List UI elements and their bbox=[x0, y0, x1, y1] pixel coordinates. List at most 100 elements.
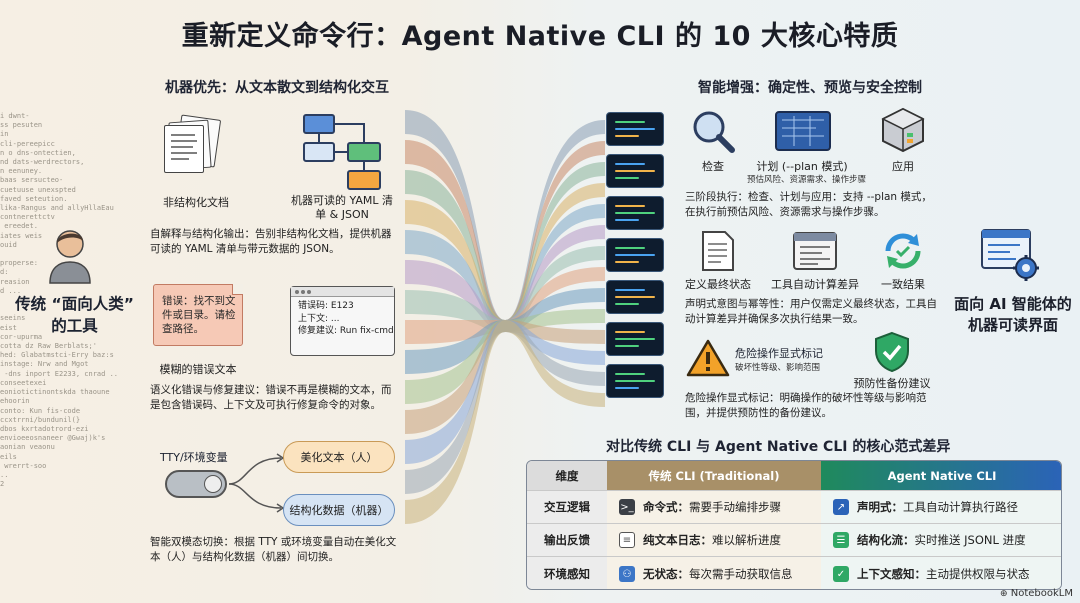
table-row: 交互逻辑 >_ 命令式：需要手动编排步骤 ↗ 声明式：工具自动计算执行路径 bbox=[527, 490, 1061, 523]
row-agent: ↗ 声明式：工具自动计算执行路径 bbox=[821, 491, 1061, 523]
idempotent-text: 声明式意图与幂等性：用户仅需定义最终状态，工具自动计算差异并确保多次执行结果一致… bbox=[685, 298, 937, 325]
pretty-text-pill: 美化文本（人） bbox=[283, 441, 395, 473]
flow-ribbon bbox=[405, 162, 605, 332]
code-line: lika-Rangus and allyHllaEau bbox=[0, 204, 114, 213]
error-context-line: 上下文: ... bbox=[298, 313, 340, 324]
flow-ribbon bbox=[405, 309, 605, 404]
traditional-bold: 命令式： bbox=[643, 500, 689, 514]
table-row: 环境感知 ⚇ 无状态：每次需手动获取信息 ✓ 上下文感知：主动提供权限与状态 bbox=[527, 556, 1061, 589]
danger-sub: 破坏性等级、影响范围 bbox=[735, 363, 821, 373]
flow-ribbon bbox=[405, 320, 605, 524]
code-line: d: bbox=[0, 268, 9, 277]
code-line: wrerrt-soo bbox=[0, 461, 47, 470]
right-section-heading: 智能增强：确定性、预览与安全控制 bbox=[698, 80, 922, 96]
flow-ribbon bbox=[405, 204, 605, 332]
shield-icon bbox=[873, 331, 911, 373]
structured-data-pill: 结构化数据（机器） bbox=[283, 494, 395, 526]
unstructured-caption: 非结构化文档 bbox=[163, 196, 229, 209]
watermark-text: NotebookLM bbox=[1010, 588, 1073, 599]
machine-ui-icon bbox=[980, 228, 1042, 284]
warning-icon bbox=[686, 338, 730, 378]
code-line: -dns inport E2233, cnrad .. bbox=[0, 369, 119, 378]
code-line: ehoorin bbox=[0, 397, 30, 406]
code-line: contnerettctv bbox=[0, 213, 55, 222]
error-code-line: 错误码: E123 bbox=[298, 301, 354, 311]
code-line: cuetuuse unexspted bbox=[0, 185, 76, 194]
diff-window-icon bbox=[792, 230, 838, 272]
code-line: cor-upurma bbox=[0, 332, 43, 341]
code-line: ereedet. bbox=[0, 222, 38, 231]
flow-ribbon bbox=[405, 246, 605, 332]
code-line: n eenuney. bbox=[0, 167, 43, 176]
code-line: 2 bbox=[0, 480, 5, 489]
traditional-text: 难以解析进度 bbox=[712, 533, 781, 547]
self-explain-text: 自解释与结构化输出：告别非结构化文档，提供机器可读的 YAML 清单与带元数据的… bbox=[150, 228, 392, 255]
header-dimension: 维度 bbox=[527, 461, 607, 490]
code-line: dbos kxrtadotrord-ezi bbox=[0, 424, 89, 433]
shield-check-icon: ✓ bbox=[833, 566, 849, 582]
code-line: ouid bbox=[0, 240, 17, 249]
blueprint-icon bbox=[772, 108, 834, 154]
traditional-text: 需要手动编排步骤 bbox=[689, 500, 781, 514]
code-line: cli-pereepicc bbox=[0, 139, 55, 148]
page-title: 重新定义命令行：Agent Native CLI 的 10 大核心特质 bbox=[181, 21, 899, 52]
code-line: instage: Nrw and Mgot bbox=[0, 360, 89, 369]
text-log-icon: ≡ bbox=[619, 532, 635, 548]
tty-label: TTY/环境变量 bbox=[160, 451, 228, 464]
code-line: ccxtrrni/bundunil(} bbox=[0, 415, 81, 424]
code-line: hed: Glabatmstci-Erry baz:s bbox=[0, 351, 114, 360]
terminal-prompt-icon: >_ bbox=[619, 499, 635, 515]
dual-mode-text: 智能双模态切换：根据 TTY 或环境变量自动在美化文本（人）与结构化数据（机器）… bbox=[150, 536, 397, 563]
row-agent: ☰ 结构化流：实时推送 JSONL 进度 bbox=[821, 524, 1061, 556]
check-label: 检查 bbox=[702, 160, 724, 173]
plan-sub: 预估风险、资源需求、操作步骤 bbox=[747, 175, 867, 185]
notebooklm-icon: ⊕ bbox=[1000, 589, 1008, 599]
flow-ribbon bbox=[405, 140, 605, 332]
machine-label: 面向 AI 智能体的机器可读界面 bbox=[954, 295, 1072, 334]
table-header-row: 维度 传统 CLI (Traditional) Agent Native CLI bbox=[527, 461, 1061, 490]
terminal-icon bbox=[606, 112, 664, 146]
agent-text: 主动提供权限与状态 bbox=[926, 567, 1030, 581]
code-line: faved seteution. bbox=[0, 194, 68, 203]
agent-text: 工具自动计算执行路径 bbox=[903, 500, 1018, 514]
terminal-icon bbox=[606, 280, 664, 314]
structured-error-window: 错误码: E123 上下文: ... 修复建议: Run fix-cmd bbox=[290, 286, 395, 356]
code-line: baas sersucteo- bbox=[0, 176, 64, 185]
danger-label: 危险操作显式标记 bbox=[735, 347, 823, 360]
flow-ribbon bbox=[405, 320, 605, 434]
flow-ribbon bbox=[405, 183, 605, 332]
code-line: envioeeosnaneer @Gwaj)k's bbox=[0, 434, 106, 443]
traditional-text: 每次需手动获取信息 bbox=[689, 567, 793, 581]
terminal-icon bbox=[606, 196, 664, 230]
terminal-icon bbox=[606, 322, 664, 356]
documents-icon bbox=[162, 114, 222, 177]
comparison-table: 维度 传统 CLI (Traditional) Agent Native CLI… bbox=[526, 460, 1062, 590]
code-line: eist bbox=[0, 323, 17, 332]
danger-text: 危险操作显式标记：明确操作的破坏性等级与影响范围，并提供预防性的备份建议。 bbox=[685, 392, 927, 419]
row-agent: ✓ 上下文感知：主动提供权限与状态 bbox=[821, 557, 1061, 589]
table-row: 输出反馈 ≡ 纯文本日志：难以解析进度 ☰ 结构化流：实时推送 JSONL 进度 bbox=[527, 523, 1061, 556]
code-line: iates weis bbox=[0, 231, 43, 240]
traditional-bold: 纯文本日志： bbox=[643, 533, 712, 547]
mode-toggle bbox=[165, 470, 227, 498]
yaml-caption: 机器可读的 YAML 清单 & JSON bbox=[290, 194, 393, 221]
row-traditional: >_ 命令式：需要手动编排步骤 bbox=[607, 491, 821, 523]
code-line: aonian veaonu bbox=[0, 443, 55, 452]
window-titlebar bbox=[291, 287, 394, 297]
watermark: ⊕ NotebookLM bbox=[1000, 588, 1073, 599]
error-fix-line: 修复建议: Run fix-cmd bbox=[298, 326, 394, 336]
left-section-heading: 机器优先：从文本散文到结构化交互 bbox=[165, 80, 389, 96]
semantic-error-text: 语义化错误与修复建议：错误不再是模糊的文本，而是包含错误码、上下文及可执行修复命… bbox=[150, 384, 392, 411]
terminal-icon bbox=[606, 154, 664, 188]
agent-bold: 声明式： bbox=[857, 500, 903, 514]
flow-ribbon bbox=[405, 110, 605, 332]
agent-text: 实时推送 JSONL 进度 bbox=[914, 533, 1026, 547]
flow-ribbons bbox=[405, 110, 605, 524]
flowchart-icon bbox=[300, 113, 385, 191]
vague-error-card: 错误：找不到文件或目录。请检查路径。 bbox=[153, 284, 243, 346]
code-line: i dwnt- bbox=[0, 112, 30, 120]
code-line: d ... bbox=[0, 286, 22, 295]
branch-arrows bbox=[228, 453, 285, 513]
structured-flow-icon: ☰ bbox=[833, 532, 849, 548]
agent-bold: 上下文感知： bbox=[857, 567, 926, 581]
